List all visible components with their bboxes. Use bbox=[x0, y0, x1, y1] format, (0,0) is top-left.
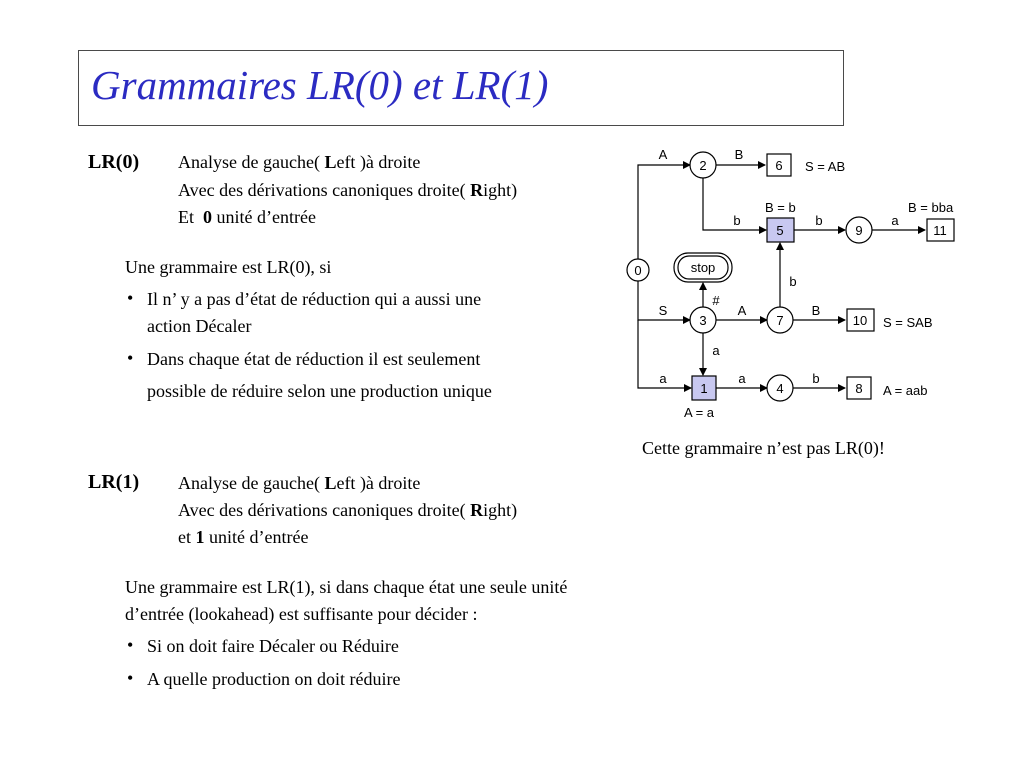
state-2-label: 2 bbox=[699, 158, 706, 173]
state-11-box bbox=[926, 218, 955, 242]
state-0-circle bbox=[626, 258, 650, 282]
lr1-line1-post: eft )à droite bbox=[336, 473, 421, 493]
lr0-line2-pre: Avec des dérivations canoniques droite( bbox=[178, 180, 466, 200]
state-7-label: 7 bbox=[776, 313, 783, 328]
edge-9-11-label: a bbox=[891, 213, 899, 228]
edge-0-1-label: a bbox=[659, 371, 667, 386]
stop-label: stop bbox=[691, 260, 716, 275]
lr1-bullet1-dot: • bbox=[127, 635, 134, 655]
edge-1-4-label: a bbox=[738, 371, 746, 386]
lr0-line2: Avec des dérivations canoniques droite( … bbox=[178, 179, 517, 201]
lr0-bullet1-b: action Décaler bbox=[147, 316, 252, 336]
edge-2-6-label: B bbox=[735, 147, 744, 162]
production-5: B = b bbox=[765, 200, 796, 215]
title-box: Grammaires LR(0) et LR(1) bbox=[78, 50, 844, 126]
state-10-box bbox=[846, 308, 875, 332]
lr0-bullet2-dot: • bbox=[127, 348, 134, 368]
lr1-bullet2: A quelle production on doit réduire bbox=[147, 669, 401, 689]
lr0-line3-bold: 0 bbox=[203, 207, 212, 227]
lr1-line3-pre: et bbox=[178, 527, 191, 547]
state-5-box bbox=[766, 217, 795, 243]
lr0-line2-post: ight) bbox=[483, 180, 518, 200]
lr1-line1: Analyse de gauche( Left )à droite bbox=[178, 472, 420, 494]
lr1-line3: et 1 unité d’entrée bbox=[178, 526, 308, 548]
state-5-label: 5 bbox=[776, 223, 783, 238]
lr0-line3-post: unité d’entrée bbox=[216, 207, 316, 227]
state-11-label: 11 bbox=[933, 223, 947, 238]
state-8-label: 8 bbox=[855, 381, 862, 396]
lr1-intro-a: Une grammaire est LR(1), si dans chaque … bbox=[125, 577, 568, 597]
production-11: B = bba bbox=[908, 200, 954, 215]
lr0-line3-pre: Et bbox=[178, 207, 194, 227]
state-9-circle bbox=[845, 216, 873, 244]
lr0-line2-bold: R bbox=[470, 180, 484, 200]
lr0-bullet1-a: Il n’ y a pas d’état de réduction qui a … bbox=[147, 289, 482, 309]
edge-2-5-label: b bbox=[733, 213, 740, 228]
lr1-line1-pre: Analyse de gauche( bbox=[178, 473, 320, 493]
state-3-circle bbox=[689, 306, 717, 334]
edge-3-1-label: a bbox=[712, 343, 720, 358]
lr0-line1-bold: L bbox=[324, 152, 337, 172]
lr1-line2-pre: Avec des dérivations canoniques droite( bbox=[178, 500, 466, 520]
edge-2-5 bbox=[702, 178, 767, 234]
lr0-bullet2-b: possible de réduire selon une production… bbox=[147, 381, 492, 401]
lr0-line1-post: eft )à droite bbox=[336, 152, 421, 172]
lr0-bullet2-a: Dans chaque état de réduction il est seu… bbox=[147, 349, 481, 369]
lr0-heading: LR(0) bbox=[88, 151, 140, 173]
state-6-box bbox=[766, 153, 792, 177]
edge-0-2-label: A bbox=[659, 147, 668, 162]
lr0-intro: Une grammaire est LR(0), si bbox=[125, 257, 332, 277]
state-2-circle bbox=[689, 151, 717, 179]
edge-4-8-label: b bbox=[812, 371, 819, 386]
lr0-line1-pre: Analyse de gauche( bbox=[178, 152, 320, 172]
edge-3-stop-label: # bbox=[712, 293, 720, 308]
edge-0-2 bbox=[637, 161, 691, 259]
state-1-box bbox=[691, 375, 717, 401]
lr0-bullet1-dot: • bbox=[127, 288, 134, 308]
lr1-line3-post: unité d’entrée bbox=[209, 527, 309, 547]
state-6-label: 6 bbox=[775, 158, 782, 173]
lr0-line1: Analyse de gauche( Left )à droite bbox=[178, 151, 420, 173]
edge-0-1 bbox=[637, 320, 692, 392]
production-10: S = SAB bbox=[883, 315, 933, 330]
lr1-bullet2-dot: • bbox=[127, 668, 134, 688]
edge-5-9-label: b bbox=[815, 213, 822, 228]
state-7-circle bbox=[766, 306, 794, 334]
lr1-bullet1: Si on doit faire Décaler ou Réduire bbox=[147, 636, 399, 656]
lr1-line1-bold: L bbox=[324, 473, 337, 493]
production-1: A = a bbox=[684, 405, 715, 420]
automaton-caption: Cette grammaire n’est pas LR(0)! bbox=[642, 438, 885, 458]
state-10-label: 10 bbox=[853, 313, 867, 328]
state-8-box bbox=[846, 376, 872, 400]
production-6: S = AB bbox=[805, 159, 845, 174]
state-4-label: 4 bbox=[776, 381, 783, 396]
state-9-label: 9 bbox=[855, 223, 862, 238]
lr1-line3-bold: 1 bbox=[195, 527, 205, 547]
edge-3-7-label: A bbox=[738, 303, 747, 318]
lr1-intro-b: d’entrée (lookahead) est suffisante pour… bbox=[125, 604, 478, 624]
stop-inner bbox=[677, 255, 729, 280]
state-0-label: 0 bbox=[634, 263, 641, 278]
state-3-label: 3 bbox=[699, 313, 706, 328]
state-1-label: 1 bbox=[700, 381, 707, 396]
state-4-circle bbox=[766, 374, 794, 402]
lr1-line2-post: ight) bbox=[483, 500, 518, 520]
production-8: A = aab bbox=[883, 383, 927, 398]
slide-title: Grammaires LR(0) et LR(1) bbox=[91, 62, 549, 108]
lr1-heading: LR(1) bbox=[88, 471, 140, 493]
lr1-line2-bold: R bbox=[470, 500, 484, 520]
lr1-line2: Avec des dérivations canoniques droite( … bbox=[178, 499, 517, 521]
edge-0-3-label: S bbox=[659, 303, 668, 318]
lr0-line3: Et 0 unité d’entrée bbox=[178, 206, 316, 228]
edge-7-5-label: b bbox=[789, 274, 796, 289]
edge-7-10-label: B bbox=[812, 303, 821, 318]
